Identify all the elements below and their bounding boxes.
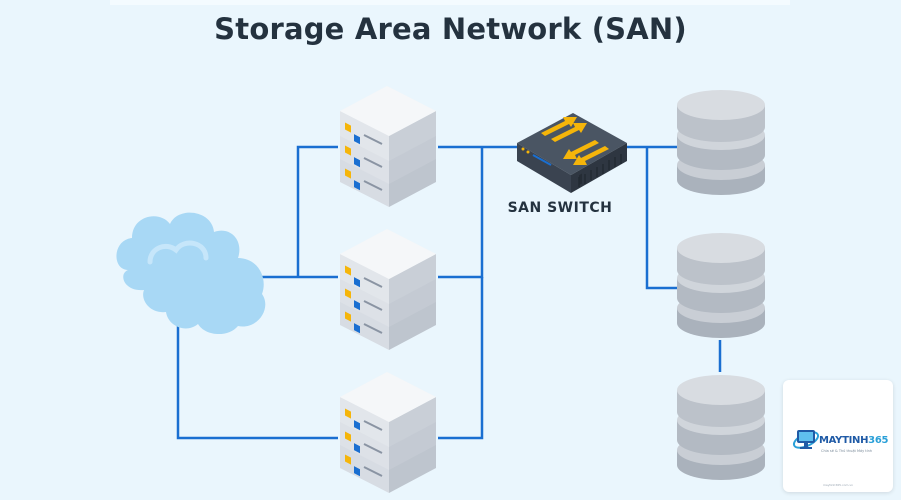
storage-disk-icon: [677, 375, 765, 480]
logo-footer: maytinh365.com.vn: [822, 483, 854, 487]
watermark-logo: MAYTINH365 Chia sẻ & Thủ thuật Máy tính …: [783, 380, 893, 492]
logo-brand: MAYTINH365: [819, 435, 889, 446]
san-switch-label: SAN SWITCH: [507, 200, 613, 216]
storage-disk-icon: [677, 233, 765, 338]
link-bus-lower-left: [176, 320, 338, 440]
top-band: [110, 0, 790, 5]
cloud-icon: [116, 212, 266, 335]
network-links: [176, 145, 722, 440]
san-switch-icon: [517, 113, 627, 193]
link-bus-upper: [296, 145, 338, 277]
logo-tagline: Chia sẻ & Thủ thuật Máy tính: [821, 449, 873, 453]
storage-disk-icon: [677, 90, 765, 195]
link-server2-switch: [438, 147, 484, 279]
page-title: Storage Area Network (SAN): [214, 12, 687, 46]
server-icon: [339, 228, 437, 351]
link-switch-disk2: [645, 147, 678, 290]
maytinh365-logo-icon: [792, 430, 820, 449]
server-icon: [339, 85, 437, 208]
link-server3-switch: [438, 277, 484, 440]
server-icon: [339, 371, 437, 494]
